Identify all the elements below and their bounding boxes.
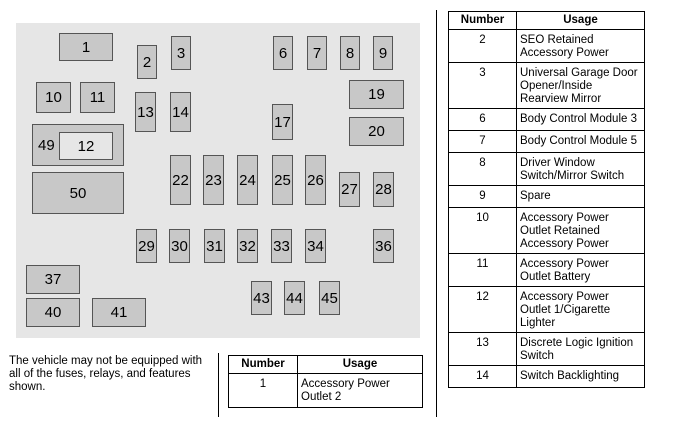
fuse-29: 29 xyxy=(136,229,157,263)
table-row: 1 Accessory Power Outlet 2 xyxy=(228,373,423,408)
fuse-9: 9 xyxy=(373,36,393,70)
fuse-usage: Accessory Power Outlet 2 xyxy=(297,373,423,408)
fuse-12: 12 xyxy=(59,132,113,160)
fuse-32: 32 xyxy=(237,229,258,263)
fuse-31: 31 xyxy=(204,229,225,263)
fuse-23: 23 xyxy=(203,155,224,205)
fuse-22: 22 xyxy=(170,155,191,205)
column-divider-left xyxy=(218,353,219,417)
fuse-26: 26 xyxy=(305,155,326,205)
fuse-3: 3 xyxy=(171,36,191,70)
fuse-40: 40 xyxy=(26,298,80,327)
fuse-usage: Universal Garage Door Opener/Inside Rear… xyxy=(516,62,645,109)
fuse-11: 11 xyxy=(80,82,115,113)
fuse-41: 41 xyxy=(92,298,146,327)
fuse-34: 34 xyxy=(305,229,326,263)
equipment-note: The vehicle may not be equipped with all… xyxy=(9,355,203,393)
fuse-27: 27 xyxy=(339,172,360,207)
fuse-usage: Accessory Power Outlet Battery xyxy=(516,253,645,287)
fuse-25: 25 xyxy=(272,155,293,205)
fuse-usage: Accessory Power Outlet 1/Cigarette Light… xyxy=(516,286,645,333)
fuse-33: 33 xyxy=(271,229,292,263)
column-divider-right xyxy=(436,10,437,417)
fuse-36: 36 xyxy=(373,229,394,263)
fuse-number: 9 xyxy=(448,185,517,208)
fuse-7: 7 xyxy=(307,36,327,70)
fuse-number: 12 xyxy=(448,286,517,333)
fuse-usage: Body Control Module 3 xyxy=(516,108,645,131)
header-usage: Usage xyxy=(297,355,423,374)
fuse-43: 43 xyxy=(251,281,272,315)
fuse-block-diagram: 1 2 3 6 7 8 9 10 11 13 14 17 19 20 49 12… xyxy=(16,23,420,338)
fuse-usage: SEO Retained Accessory Power xyxy=(516,29,645,63)
header-number: Number xyxy=(448,11,517,30)
fuse-number: 7 xyxy=(448,130,517,153)
fuse-number: 13 xyxy=(448,332,517,366)
fuse-17: 17 xyxy=(272,104,293,140)
fuse-1: 1 xyxy=(59,33,113,61)
fuse-usage-table-left: Number Usage 1 Accessory Power Outlet 2 xyxy=(228,355,423,408)
fuse-19: 19 xyxy=(349,80,404,109)
fuse-number: 8 xyxy=(448,152,517,186)
fuse-30: 30 xyxy=(169,229,190,263)
fuse-6: 6 xyxy=(273,36,293,70)
fuse-usage: Driver Window Switch/Mirror Switch xyxy=(516,152,645,186)
fuse-37: 37 xyxy=(26,265,80,294)
fuse-usage: Spare xyxy=(516,185,645,208)
fuse-44: 44 xyxy=(284,281,305,315)
fuse-usage: Switch Backlighting xyxy=(516,365,645,388)
fuse-28: 28 xyxy=(373,172,394,207)
fuse-45: 45 xyxy=(319,281,340,315)
fuse-14: 14 xyxy=(170,92,191,132)
fuse-50: 50 xyxy=(32,172,124,214)
fuse-number: 11 xyxy=(448,253,517,287)
fuse-usage: Discrete Logic Ignition Switch xyxy=(516,332,645,366)
fuse-8: 8 xyxy=(340,36,360,70)
fuse-10: 10 xyxy=(36,82,71,113)
fuse-number: 3 xyxy=(448,62,517,109)
fuse-number: 2 xyxy=(448,29,517,63)
fuse-20: 20 xyxy=(349,117,404,146)
fuse-number: 6 xyxy=(448,108,517,131)
header-number: Number xyxy=(228,355,298,374)
fuse-number: 10 xyxy=(448,207,517,254)
fuse-24: 24 xyxy=(237,155,258,205)
fuse-2: 2 xyxy=(137,45,157,79)
fuse-number: 1 xyxy=(228,373,298,408)
fuse-number: 14 xyxy=(448,365,517,388)
fuse-usage: Body Control Module 5 xyxy=(516,130,645,153)
header-usage: Usage xyxy=(516,11,645,30)
fuse-13: 13 xyxy=(135,92,156,132)
fuse-usage: Accessory Power Outlet Retained Accessor… xyxy=(516,207,645,254)
